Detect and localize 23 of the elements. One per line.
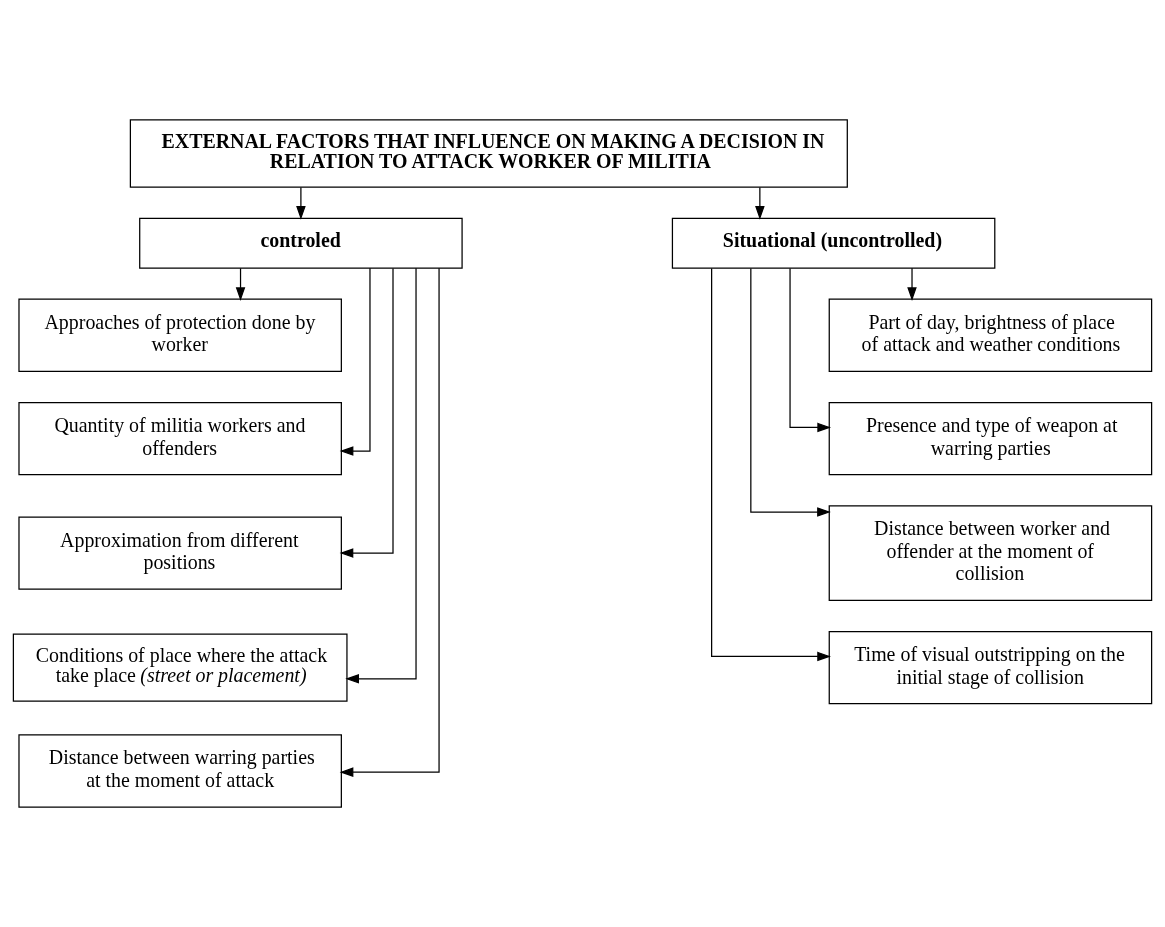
node-box: Approximation from different positions bbox=[18, 516, 342, 590]
node-box: Distance between warring parties at the moment of attack bbox=[18, 734, 342, 808]
node-box: Situational (uncontrolled) bbox=[671, 217, 996, 269]
arrow bbox=[339, 267, 394, 558]
arrow bbox=[750, 267, 831, 517]
arrow bbox=[235, 267, 246, 301]
node-box: Presence and type of weapon at warring parties bbox=[828, 401, 1153, 476]
arrow bbox=[296, 186, 306, 220]
arrow bbox=[789, 267, 832, 433]
node-box: Distance between worker and offender at the moment of collision bbox=[828, 505, 1153, 602]
arrow bbox=[755, 186, 765, 220]
arrow bbox=[907, 267, 917, 301]
arrow bbox=[345, 267, 417, 684]
node-box: EXTERNAL FACTORS THAT INFLUENCE ON MAKING A DECISION IN RELATION TO ATTACK WORKER OF MILITIA bbox=[129, 119, 848, 188]
node-box: Time of visual outstripping on the initial stage of collision bbox=[828, 630, 1153, 705]
arrow bbox=[339, 267, 371, 456]
node-box: controled bbox=[139, 217, 463, 269]
node-box: Part of day, brightness of place of attack and weather conditions bbox=[828, 298, 1153, 372]
arrow bbox=[339, 267, 440, 777]
node-box: Quantity of militia workers and offenders bbox=[18, 401, 342, 476]
node-box: Conditions of place where the attack take place (street or placement) bbox=[12, 633, 348, 702]
node-box: Approaches of protection done by worker bbox=[18, 298, 342, 372]
arrow bbox=[711, 267, 831, 662]
